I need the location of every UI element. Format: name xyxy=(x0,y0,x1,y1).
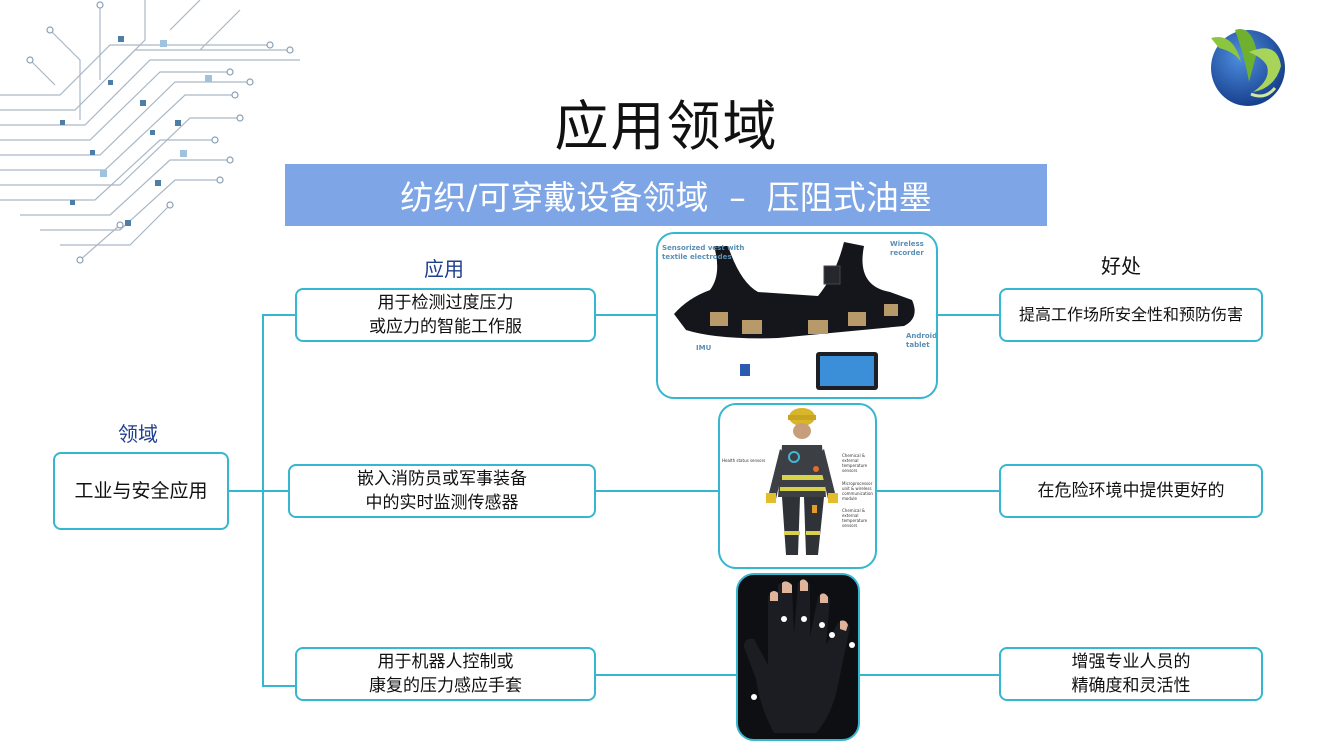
vest-label-imu: IMU xyxy=(696,344,712,352)
firefighter-image: Health status sensors Chemical & externa… xyxy=(718,403,877,569)
benefit-box-hazard: 在危险环境中提供更好的 xyxy=(999,464,1263,518)
benefit-heading: 好处 xyxy=(1101,254,1141,278)
benefit-box-precision: 增强专业人员的 精确度和灵活性 xyxy=(999,647,1263,701)
vest-image: Sensorized vest with textile electrodes … xyxy=(656,232,938,399)
benefit-box-safety: 提高工作场所安全性和预防伤害 xyxy=(999,288,1263,342)
ff-label-micro-d: module xyxy=(842,496,858,501)
vest-label-wireless: Wireless xyxy=(890,240,924,248)
ff-label-chem1d: sensors xyxy=(842,468,857,473)
vest-label-android: Android xyxy=(906,332,936,340)
ff-label-chem1a: Chemical & xyxy=(842,453,865,458)
circuit-decoration xyxy=(0,0,300,264)
vest-label-electrodes: textile electrodes xyxy=(662,253,732,261)
vest-label-sensorized: Sensorized vest with xyxy=(662,244,744,252)
page-title: 应用领域 xyxy=(554,95,779,158)
glove-image xyxy=(736,573,860,741)
vest-label-recorder: recorder xyxy=(890,249,924,257)
company-logo xyxy=(1211,28,1285,106)
ff-label-micro-b: unit & wireless xyxy=(842,486,872,491)
ff-label-chem2d: sensors xyxy=(842,523,857,528)
section-banner: 纺织/可穿戴设备领域 – 压阻式油墨 xyxy=(285,164,1047,226)
application-box-firefighter: 嵌入消防员或军事装备 中的实时监测传感器 xyxy=(288,464,596,518)
application-box-glove: 用于机器人控制或 康复的压力感应手套 xyxy=(295,647,596,701)
application-box-workwear: 用于检测过度压力 或应力的智能工作服 xyxy=(295,288,596,342)
field-box: 工业与安全应用 xyxy=(53,452,229,530)
ff-label-chem2b: external xyxy=(842,513,858,518)
ff-label-chem1c: temperature xyxy=(842,463,868,468)
application-heading: 应用 xyxy=(424,257,464,281)
ff-label-micro-c: communication xyxy=(842,491,873,496)
ff-label-health: Health status sensors xyxy=(722,458,765,463)
ff-label-chem2c: temperature xyxy=(842,518,868,523)
field-heading: 领域 xyxy=(118,422,158,446)
ff-label-chem2a: Chemical & xyxy=(842,508,865,513)
vest-label-tablet: tablet xyxy=(906,341,930,349)
ff-label-micro-a: Microprocessor xyxy=(842,481,873,486)
ff-label-chem1b: external xyxy=(842,458,858,463)
